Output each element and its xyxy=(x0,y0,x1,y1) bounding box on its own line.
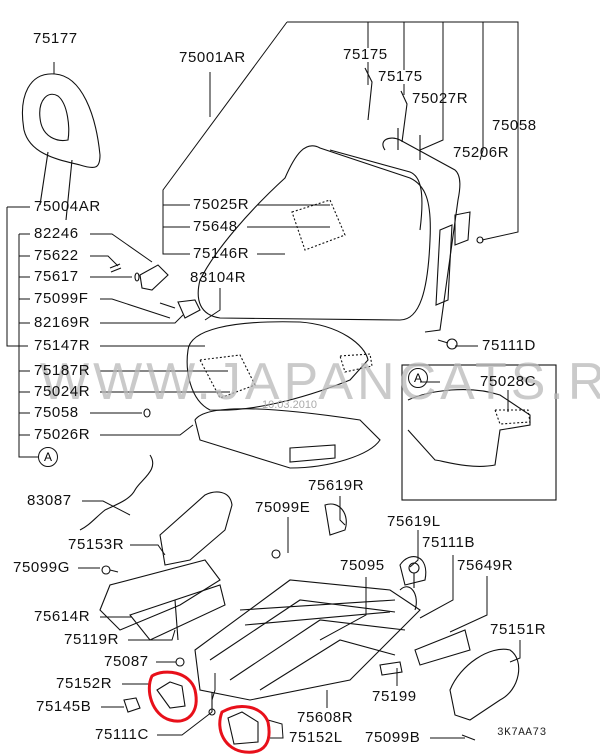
part-label: 75622 xyxy=(34,247,79,264)
part-label: 83104R xyxy=(190,269,247,286)
headrest-part xyxy=(21,73,101,221)
part-label: 82246 xyxy=(34,225,79,242)
part-label: 75111D xyxy=(482,337,536,354)
date-stamp: 10.03.2010 xyxy=(262,399,318,411)
part-label: 75099F xyxy=(34,290,89,307)
part-label: 82169R xyxy=(34,314,91,331)
part-label: 75648 xyxy=(193,218,238,235)
part-label: 75608R xyxy=(297,709,354,726)
part-label: 75058 xyxy=(492,117,537,134)
cover-75152l-part xyxy=(227,711,259,745)
part-label: 75058 xyxy=(34,404,79,421)
watermark: WWW.JAPANCATS.RU xyxy=(40,353,600,411)
part-label: 75119R xyxy=(64,631,120,648)
part-label: 75152R xyxy=(56,675,113,692)
part-label: 75153R xyxy=(68,536,125,553)
part-label: 75619L xyxy=(387,513,441,530)
part-label: 75177 xyxy=(33,30,78,47)
part-label: 75152L xyxy=(289,729,343,746)
cover-75152r-part xyxy=(156,681,186,709)
part-label: 75004AR xyxy=(34,198,101,215)
part-label: 75146R xyxy=(193,245,250,262)
part-label: 75151R xyxy=(490,621,547,638)
part-label: 75026R xyxy=(34,426,91,443)
part-label: 75147R xyxy=(34,337,91,354)
part-label: 75027R xyxy=(412,90,469,107)
part-label: 75025R xyxy=(193,196,250,213)
seat-cushion-part xyxy=(186,321,381,469)
part-label: 75206R xyxy=(453,144,510,161)
callout-a-marker: A xyxy=(38,447,58,467)
part-label: 75614R xyxy=(34,608,91,625)
part-label: 75024R xyxy=(34,383,91,400)
wire-harness-part xyxy=(79,454,154,531)
part-label: 75199 xyxy=(372,688,417,705)
part-label: 75111B xyxy=(422,534,476,551)
diagram-code: 3K7AA73 xyxy=(497,727,547,739)
callout-a-marker: A xyxy=(408,368,428,388)
small-parts-left xyxy=(109,263,201,418)
part-label: 75145B xyxy=(36,698,92,715)
leader-lines xyxy=(6,21,521,739)
part-label: 83087 xyxy=(27,492,72,509)
seatback-part xyxy=(197,67,484,350)
part-label: 75001AR xyxy=(179,49,246,66)
part-label: 75619R xyxy=(308,477,365,494)
frame-parts xyxy=(99,491,520,741)
part-label: 75099E xyxy=(255,499,311,516)
part-label: 75175 xyxy=(378,68,423,85)
part-label: 75649R xyxy=(457,557,514,574)
part-label: 75111C xyxy=(95,726,149,743)
part-label: 75175 xyxy=(343,46,388,63)
seat-cover-a-part xyxy=(407,389,531,467)
highlight-marks xyxy=(147,670,271,754)
inset-box-a xyxy=(401,364,557,501)
part-label: 75087 xyxy=(104,653,149,670)
part-label: 75099G xyxy=(13,559,70,576)
part-label: 75028C xyxy=(480,373,537,390)
part-label: 75617 xyxy=(34,268,79,285)
part-label: 75099B xyxy=(365,729,421,746)
part-label: 75095 xyxy=(340,557,385,574)
part-label: 75187R xyxy=(34,362,91,379)
